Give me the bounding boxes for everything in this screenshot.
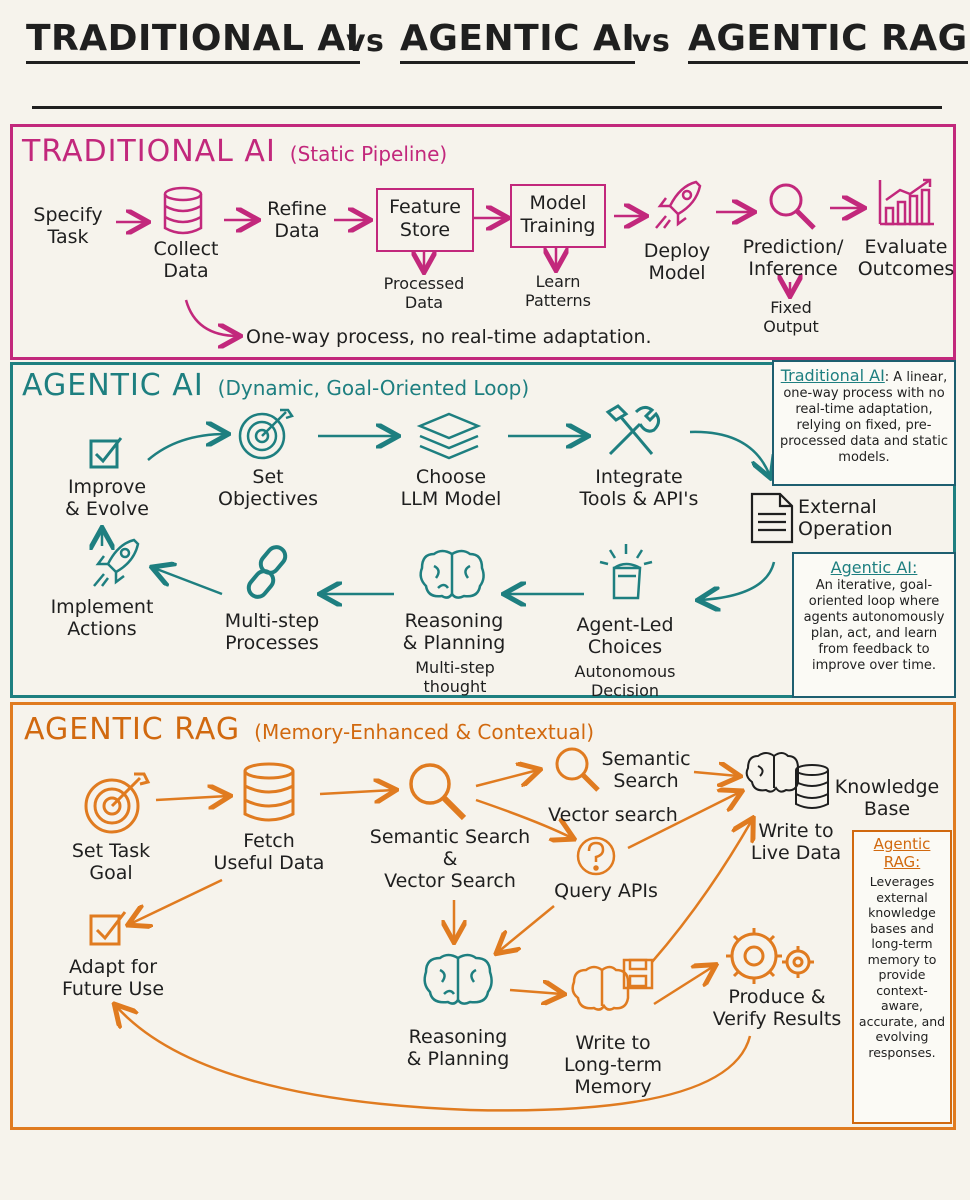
target-icon bbox=[238, 408, 294, 460]
callout-traditional-ai: Traditional AI: A linear, one-way proces… bbox=[772, 360, 956, 486]
agentic-ai-section bbox=[10, 362, 956, 698]
title-vs-1: vs bbox=[346, 24, 385, 59]
title-divider bbox=[32, 106, 942, 109]
rag-arrows bbox=[116, 770, 752, 1112]
step-vector-search: Vector search bbox=[548, 804, 678, 826]
rag-subtitle: (Memory-Enhanced & Contextual) bbox=[254, 720, 595, 744]
step-reasoning-planning: Reasoning & Planning bbox=[402, 610, 506, 654]
title-agentic-rag: AGENTIC RAG bbox=[688, 18, 968, 64]
agentic-rag-section bbox=[10, 702, 956, 1130]
model-training-box: Model Training bbox=[510, 184, 606, 248]
traditional-subtitle: (Static Pipeline) bbox=[289, 142, 448, 166]
rag-name: AGENTIC RAG bbox=[24, 712, 241, 747]
agentic-subtitle: (Dynamic, Goal-Oriented Loop) bbox=[217, 376, 530, 400]
step-write-long-term-memory: Write to Long-term Memory bbox=[564, 1032, 662, 1098]
bar-chart-icon bbox=[878, 178, 934, 226]
chain-link-icon bbox=[246, 545, 288, 599]
step-semantic-vector-search: Semantic Search & Vector Search bbox=[369, 826, 531, 892]
step-produce-verify: Produce & Verify Results bbox=[712, 986, 842, 1030]
rag-heading: AGENTIC RAG (Memory-Enhanced & Contextual… bbox=[24, 712, 594, 747]
step-adapt-future: Adapt for Future Use bbox=[61, 956, 165, 1000]
database-icon bbox=[243, 762, 295, 822]
callout-agentic-ai: Agentic AI: An iterative, goal-oriented … bbox=[792, 552, 956, 698]
title-vs-2: vs bbox=[632, 24, 671, 59]
document-icon bbox=[750, 492, 794, 544]
step-deploy-model: Deploy Model bbox=[643, 240, 711, 284]
step-agent-led: Agent-Led Choices bbox=[576, 614, 674, 658]
step-query-apis: Query APIs bbox=[554, 880, 658, 902]
step-processed-data: Processed Data bbox=[383, 274, 465, 312]
step-write-live-data: Write to Live Data bbox=[750, 820, 842, 864]
wrench-hammer-icon bbox=[605, 404, 661, 456]
step-refine-data: Refine Data bbox=[267, 198, 327, 242]
step-implement-actions: Implement Actions bbox=[50, 596, 154, 640]
step-fetch-data: Fetch Useful Data bbox=[213, 830, 325, 874]
brain-save-icon bbox=[571, 958, 654, 1011]
layers-icon bbox=[416, 412, 482, 460]
callout-traditional-text: : A linear, one-way process with no real… bbox=[779, 370, 949, 465]
traditional-name: TRADITIONAL AI bbox=[22, 134, 276, 169]
step-integrate-tools: Integrate Tools & API's bbox=[579, 466, 699, 510]
feature-store-box: Feature Store bbox=[376, 188, 474, 252]
step-prediction: Prediction/ Inference bbox=[742, 236, 844, 280]
step-evaluate-outcomes: Evaluate Outcomes bbox=[857, 236, 955, 280]
brain-database-icon bbox=[745, 752, 829, 809]
callout-agentic-rag: Agentic RAG: Leverages external knowledg… bbox=[852, 830, 952, 1124]
step-autonomous: Autonomous Decision bbox=[574, 662, 676, 700]
agentic-name: AGENTIC AI bbox=[22, 368, 204, 403]
callout-agentic-heading: Agentic AI: bbox=[830, 558, 918, 577]
checkbox-icon bbox=[89, 437, 123, 469]
traditional-note: One-way process, no real-time adaptation… bbox=[246, 326, 652, 348]
traditional-heading: TRADITIONAL AI (Static Pipeline) bbox=[22, 134, 447, 169]
title-traditional-ai: TRADITIONAL AI bbox=[26, 18, 360, 64]
database-icon bbox=[163, 186, 203, 235]
gears-icon bbox=[726, 928, 814, 984]
step-rag-reasoning: Reasoning & Planning bbox=[406, 1026, 510, 1070]
title-agentic-ai: AGENTIC AI bbox=[400, 18, 636, 64]
step-multi-process: Multi-step Processes bbox=[224, 610, 320, 654]
callout-rag-heading: Agentic RAG: bbox=[873, 835, 931, 871]
step-multi-thought: Multi-step thought bbox=[415, 658, 495, 696]
step-set-objectives: Set Objectives bbox=[218, 466, 318, 510]
magnifier-icon bbox=[769, 183, 816, 230]
search-icon bbox=[555, 747, 600, 792]
step-learn-patterns: Learn Patterns bbox=[525, 272, 591, 310]
brain-icon bbox=[423, 953, 493, 1005]
brain-icon bbox=[419, 549, 485, 599]
callout-agentic-text: An iterative, goal-oriented loop where a… bbox=[803, 578, 945, 673]
rocket-icon bbox=[655, 180, 702, 229]
step-external-operation: External Operation bbox=[798, 496, 893, 540]
step-knowledge-base: Knowledge Base bbox=[834, 776, 940, 820]
callout-rag-text: Leverages external knowledge bases and l… bbox=[858, 874, 946, 1060]
fist-icon bbox=[599, 544, 653, 600]
step-collect-data: Collect Data bbox=[153, 238, 219, 282]
step-choose-llm: Choose LLM Model bbox=[400, 466, 502, 510]
traditional-arrows bbox=[116, 208, 862, 336]
target-icon bbox=[84, 772, 151, 834]
agentic-heading: AGENTIC AI (Dynamic, Goal-Oriented Loop) bbox=[22, 368, 529, 403]
step-improve-evolve: Improve & Evolve bbox=[65, 476, 149, 520]
question-icon bbox=[576, 836, 616, 876]
step-set-task-goal: Set Task Goal bbox=[71, 840, 151, 884]
magnifier-icon bbox=[409, 763, 467, 821]
page-title: TRADITIONAL AI vs AGENTIC AI vs AGENTIC … bbox=[0, 0, 970, 80]
traditional-ai-section bbox=[10, 124, 956, 360]
step-semantic-search: Semantic Search bbox=[601, 748, 691, 792]
step-specify-task: Specify Task bbox=[33, 204, 103, 248]
callout-traditional-heading: Traditional AI bbox=[780, 366, 885, 385]
step-fixed-output: Fixed Output bbox=[763, 298, 819, 336]
rocket-icon bbox=[93, 538, 140, 587]
checkbox-icon bbox=[89, 911, 127, 946]
agentic-arrows bbox=[102, 432, 774, 600]
